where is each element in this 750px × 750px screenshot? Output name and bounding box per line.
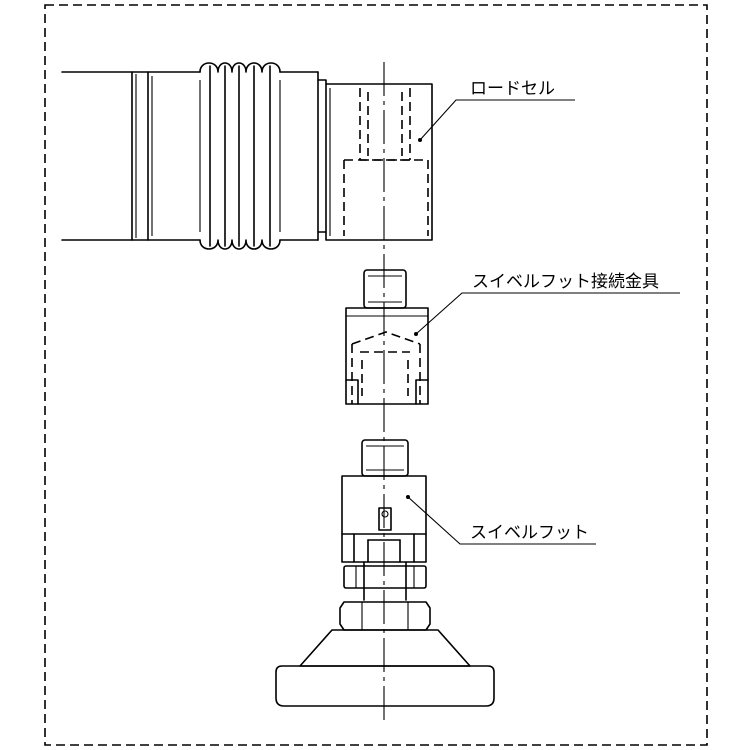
- swivel-adapter-part: [345, 269, 429, 405]
- leader-lines: [406, 99, 680, 545]
- label-swivel-adapter: スイベルフット接続金具: [472, 272, 659, 292]
- swivel-foot-part: [275, 439, 495, 707]
- drawing-frame: [44, 4, 708, 746]
- label-load-cell: ロードセル: [470, 79, 555, 99]
- load-cell-assembly: [61, 62, 433, 250]
- label-swivel-foot: スイベルフット: [470, 523, 589, 543]
